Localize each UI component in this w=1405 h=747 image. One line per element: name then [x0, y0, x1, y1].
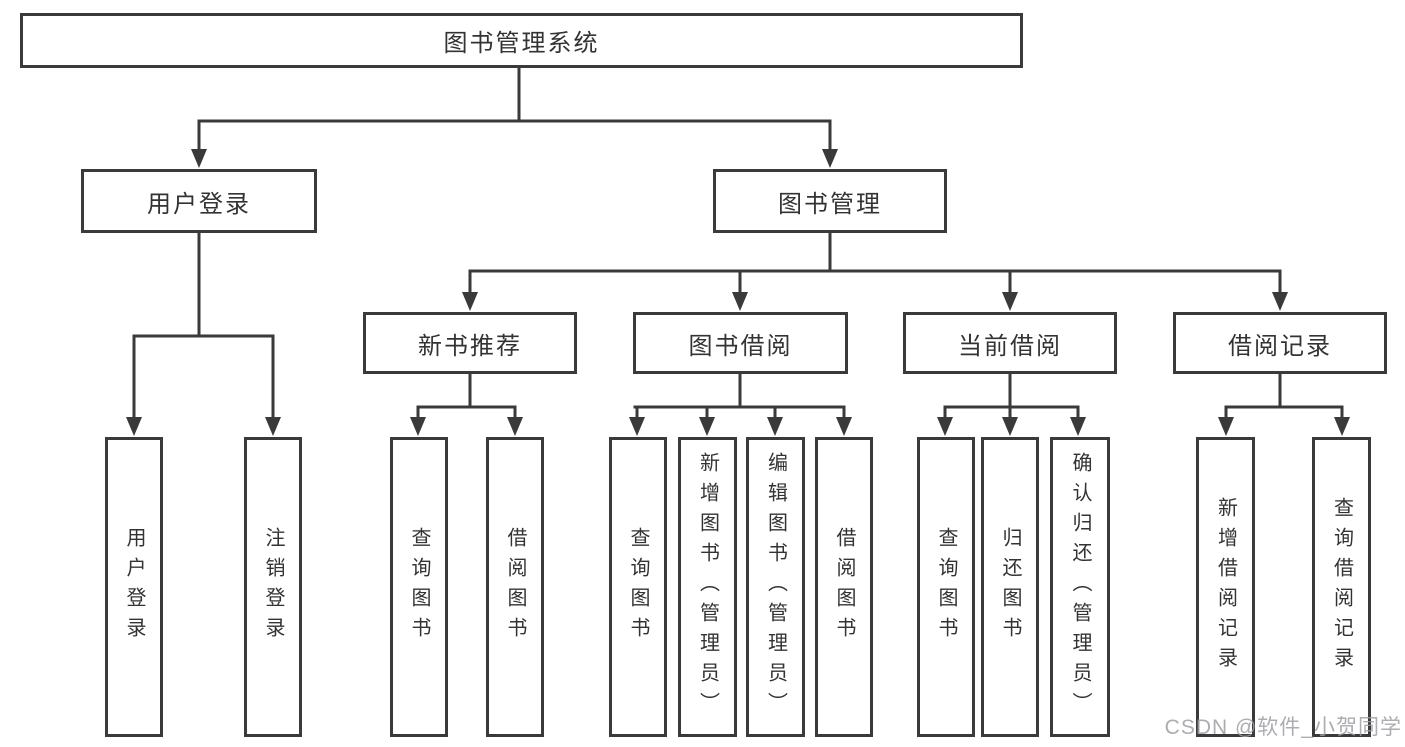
leaf-label: 新增借阅记录 — [1214, 497, 1237, 677]
leaf-user-login: 用户登录 — [105, 437, 163, 737]
leaf-label: 用户登录 — [123, 527, 145, 647]
leaf-confirm-return-admin: 确认归还（管理员） — [1050, 437, 1110, 737]
node-label: 用户登录 — [147, 190, 251, 218]
csdn-watermark: CSDN @软件_小贺同学 — [1164, 716, 1402, 739]
leaf-borrowing-query-books: 查询图书 — [609, 437, 667, 737]
node-book-borrowing: 图书借阅 — [633, 312, 848, 374]
leaf-label: 查询图书 — [408, 527, 430, 647]
leaf-add-books-admin: 新增图书（管理员） — [678, 437, 737, 737]
node-label: 图书管理系统 — [443, 30, 600, 57]
node-label: 借阅记录 — [1228, 332, 1332, 360]
node-label: 图书借阅 — [688, 332, 793, 360]
leaf-label: 编辑图书（管理员） — [764, 452, 787, 722]
leaf-label: 注销登录 — [262, 527, 284, 647]
leaf-label: 查询图书 — [627, 527, 649, 647]
node-book-management: 图书管理 — [713, 169, 947, 233]
node-book-management-system: 图书管理系统 — [20, 13, 1023, 68]
leaf-label: 查询图书 — [935, 527, 957, 647]
node-user-login: 用户登录 — [81, 169, 317, 233]
leaf-add-borrow-record: 新增借阅记录 — [1196, 437, 1255, 737]
leaf-label: 归还图书 — [999, 527, 1021, 647]
node-borrowing-records: 借阅记录 — [1173, 312, 1387, 374]
leaf-recommend-query-books: 查询图书 — [390, 437, 448, 737]
node-current-borrowing: 当前借阅 — [903, 312, 1117, 374]
leaf-current-query-books: 查询图书 — [917, 437, 975, 737]
leaf-borrow-books: 借阅图书 — [815, 437, 873, 737]
leaf-label: 确认归还（管理员） — [1069, 452, 1091, 722]
leaf-label: 查询借阅记录 — [1330, 497, 1353, 677]
node-label: 新书推荐 — [418, 332, 522, 360]
leaf-logout: 注销登录 — [244, 437, 302, 737]
node-label: 图书管理 — [778, 190, 882, 218]
node-label: 当前借阅 — [958, 332, 1062, 360]
leaf-return-books: 归还图书 — [981, 437, 1039, 737]
leaf-label: 新增图书（管理员） — [696, 452, 719, 722]
leaf-label: 借阅图书 — [833, 527, 855, 647]
leaf-label: 借阅图书 — [504, 527, 526, 647]
leaf-edit-books-admin: 编辑图书（管理员） — [746, 437, 805, 737]
node-new-book-recommend: 新书推荐 — [363, 312, 577, 374]
leaf-query-borrow-record: 查询借阅记录 — [1312, 437, 1371, 737]
leaf-recommend-borrow-books: 借阅图书 — [486, 437, 544, 737]
